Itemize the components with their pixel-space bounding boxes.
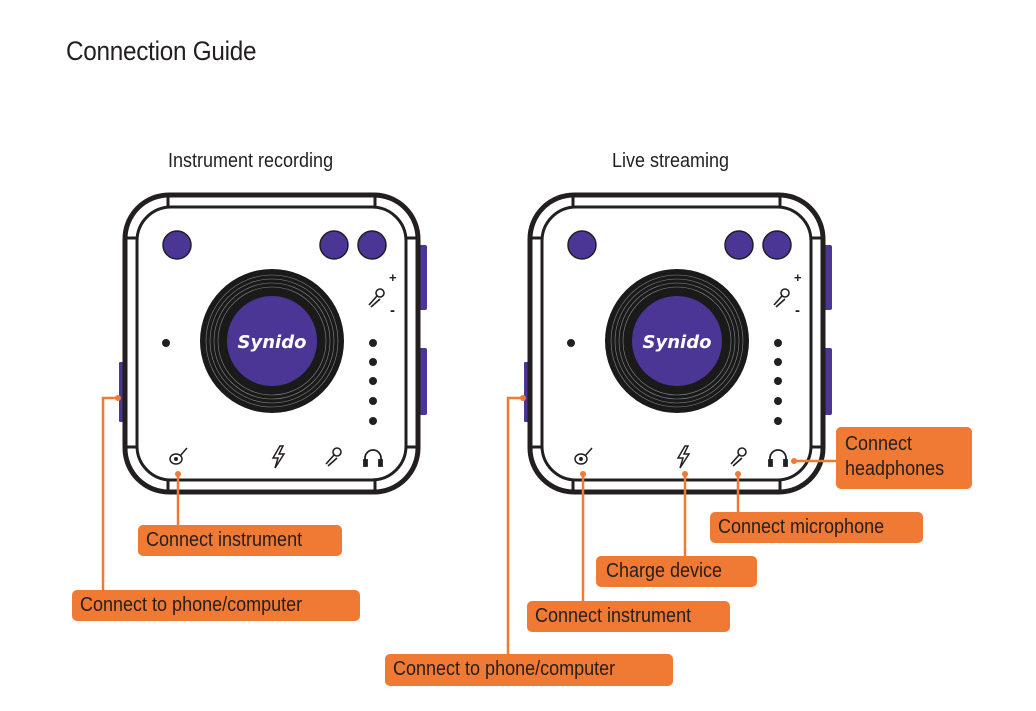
callout-connect-instrument-right: Connect instrument <box>527 601 730 632</box>
scenario-title-instrument-recording: Instrument recording <box>168 150 334 172</box>
synido-logo: Synido <box>238 332 307 353</box>
leader-lines-right <box>506 396 838 656</box>
synido-logo-2: Synido <box>643 332 712 353</box>
callout-charge-device: Charge device <box>596 556 757 587</box>
volume-plus-label-2: + <box>794 270 802 285</box>
callout-connect-instrument-left: Connect instrument <box>138 525 342 556</box>
callout-connect-microphone: Connect microphone <box>710 512 923 543</box>
scenario-title-live-streaming: Live streaming <box>612 150 730 172</box>
callout-connect-phone-right: Connect to phone/computer <box>385 654 673 686</box>
volume-minus-label: - <box>390 302 395 319</box>
volume-plus-label: + <box>389 270 397 285</box>
callout-connect-phone-left: Connect to phone/computer <box>72 590 360 621</box>
callout-connect-headphones: Connect headphones <box>836 427 972 489</box>
leader-lines-left <box>101 396 180 592</box>
page-title: Connection Guide <box>66 36 257 66</box>
volume-minus-label-2: - <box>795 302 800 319</box>
